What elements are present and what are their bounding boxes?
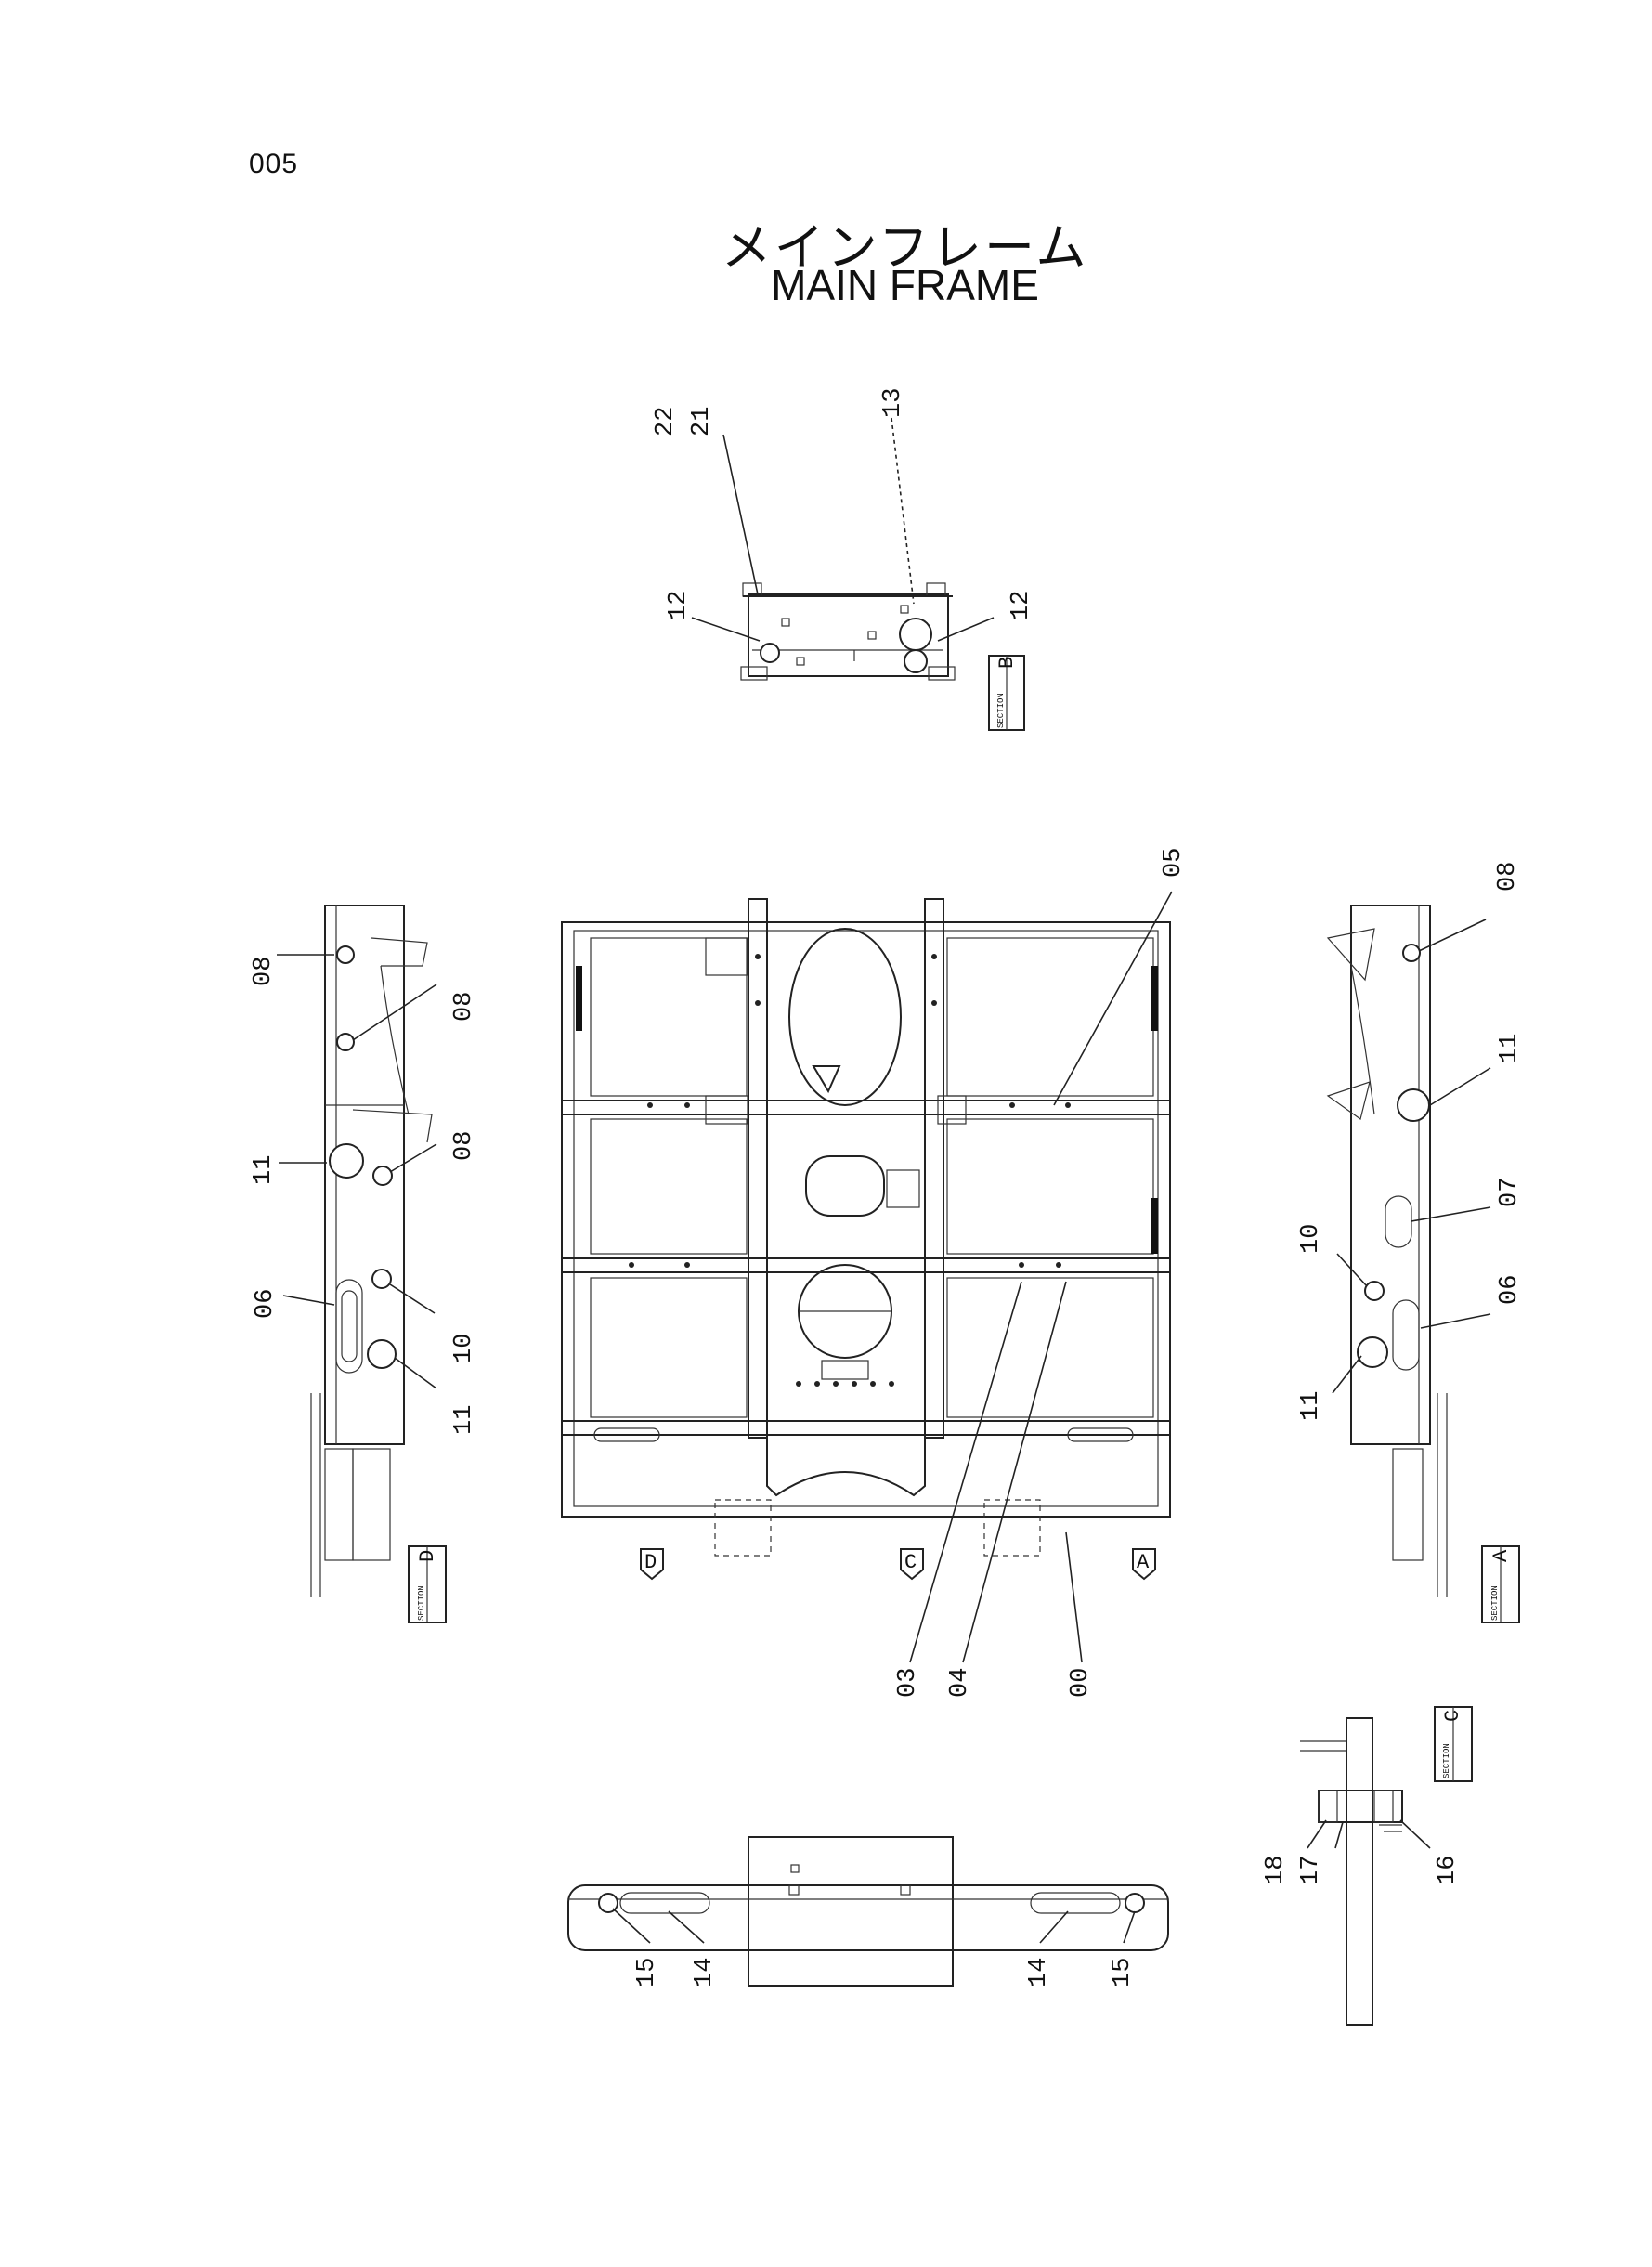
section-c-letter: C <box>1441 1710 1464 1722</box>
callout-03: 03 <box>894 1668 922 1698</box>
callout-12-left: 12 <box>665 591 693 620</box>
callout-15-left: 15 <box>633 1958 661 1987</box>
section-a-letter: A <box>1489 1549 1513 1562</box>
callout-11-a-top: 11 <box>1496 1034 1524 1063</box>
callout-17: 17 <box>1297 1856 1325 1885</box>
callout-08-d-low: 08 <box>450 1131 478 1161</box>
callout-labels: 22 21 13 12 12 05 08 08 11 08 06 10 11 0… <box>250 388 1524 1987</box>
callout-04: 04 <box>946 1668 974 1698</box>
callout-22: 22 <box>652 407 680 436</box>
callout-11-a-low: 11 <box>1297 1391 1325 1421</box>
section-b-letter: B <box>995 657 1019 669</box>
callout-18: 18 <box>1262 1856 1290 1885</box>
title-english: MAIN FRAME <box>771 261 1039 309</box>
callout-14-right: 14 <box>1025 1958 1053 1987</box>
leader-lines <box>277 417 1491 1944</box>
page-number: 005 <box>249 149 299 179</box>
callout-08-d-mid: 08 <box>450 992 478 1022</box>
section-c-word: SECTION <box>1442 1743 1451 1778</box>
section-a-view: A SECTION <box>1326 905 1520 1623</box>
callout-13-b: 13 <box>879 388 907 418</box>
callout-10-a: 10 <box>1297 1224 1325 1254</box>
callout-12-right: 12 <box>1008 591 1035 620</box>
section-d-view: D SECTION <box>310 905 447 1623</box>
callout-00: 00 <box>1067 1668 1095 1698</box>
section-d-word: SECTION <box>417 1585 426 1621</box>
marker-a-letter: A <box>1137 1551 1150 1574</box>
callout-16: 16 <box>1434 1856 1462 1885</box>
section-a-word: SECTION <box>1490 1585 1500 1621</box>
main-frame-plan-view: D C A <box>561 898 1171 1581</box>
section-b-view: B SECTION <box>740 582 1025 731</box>
callout-06-d: 06 <box>252 1289 280 1319</box>
callout-06-a: 06 <box>1496 1275 1524 1305</box>
callout-08-d-top: 08 <box>250 957 278 986</box>
rear-view <box>567 1836 1169 1987</box>
callout-11-d-top: 11 <box>250 1155 278 1185</box>
callout-21: 21 <box>688 407 716 436</box>
callout-10-d: 10 <box>450 1334 478 1363</box>
callout-11-d-low: 11 <box>450 1405 478 1435</box>
callout-05: 05 <box>1160 848 1188 878</box>
title-japanese: メインフレーム <box>721 218 1089 277</box>
section-b-word: SECTION <box>996 693 1006 728</box>
callout-14-left: 14 <box>691 1958 719 1987</box>
bolt-holes <box>629 954 1071 1387</box>
marker-d-letter: D <box>644 1551 657 1574</box>
callout-15-right: 15 <box>1109 1958 1137 1987</box>
section-d-letter: D <box>416 1550 439 1562</box>
section-c-view: C SECTION <box>1300 1706 1473 2026</box>
marker-c-letter: C <box>904 1551 917 1574</box>
callout-07: 07 <box>1496 1178 1524 1207</box>
callout-08-a: 08 <box>1494 862 1522 892</box>
